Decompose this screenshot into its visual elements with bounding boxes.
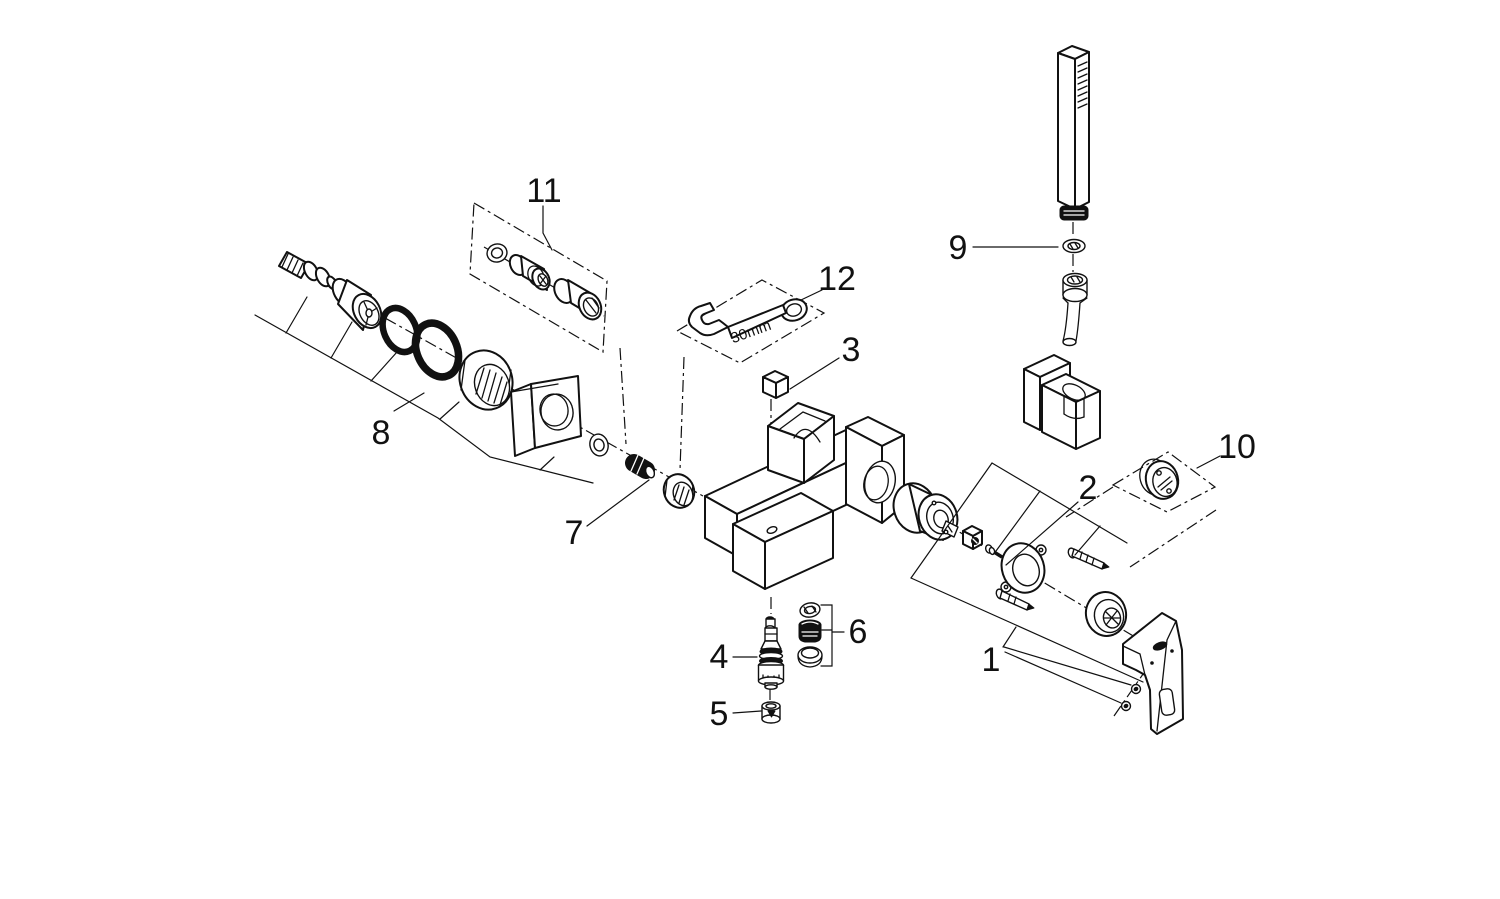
handle-hole <box>1158 688 1176 716</box>
kit-cap <box>553 278 603 321</box>
callout-9-label: 9 <box>949 229 968 267</box>
handle-screw-lower <box>1120 700 1132 712</box>
callout-3: 3 <box>789 331 861 390</box>
kit-box-frame <box>469 201 608 354</box>
mounting-flange <box>1000 542 1047 594</box>
cartridge-set <box>892 482 1110 611</box>
hand-shower-group <box>1057 45 1090 347</box>
handle-group <box>1084 591 1184 735</box>
callout-7-label: 7 <box>565 514 584 552</box>
spout-top-hole <box>766 526 778 534</box>
callout-7: 7 <box>565 479 650 552</box>
union-nipple <box>278 251 338 291</box>
handle-escutcheon-dome <box>1084 591 1128 637</box>
mousseur-shell <box>797 646 823 668</box>
cartridge <box>892 482 959 541</box>
callout-5: 5 <box>710 695 762 733</box>
callout-8: 8 <box>254 296 594 484</box>
inlet-seal-set <box>589 433 696 509</box>
kit-washer <box>486 243 508 263</box>
callout-1-label: 1 <box>982 641 1001 679</box>
lever-handle <box>1122 612 1184 735</box>
o-ring-large <box>411 319 463 381</box>
cap-box-frame <box>1111 451 1217 513</box>
union-nut-7 <box>662 473 696 509</box>
callout-1: 1 <box>910 577 1144 704</box>
callout-4-label: 4 <box>710 638 729 676</box>
square-escutcheon <box>510 375 582 457</box>
washer-7 <box>589 433 609 457</box>
shower-wall-holder <box>1023 354 1101 450</box>
shower-seal-washer <box>1062 238 1086 254</box>
adapter-kit-box <box>469 201 608 354</box>
seal-plug <box>625 454 656 479</box>
callout-9: 9 <box>949 229 1059 267</box>
o-ring-small <box>379 304 421 356</box>
plug-cube <box>762 370 789 399</box>
hand-shower <box>1057 45 1090 221</box>
fixing-screw-bottom <box>995 588 1035 611</box>
mixer-body <box>704 402 905 590</box>
hose-connector <box>1062 272 1088 347</box>
callout-12-label: 12 <box>818 260 856 298</box>
mousseur-insert <box>798 619 822 643</box>
spout-block <box>732 492 834 590</box>
wrench-box-frame <box>675 279 826 364</box>
body-backplate <box>767 402 835 484</box>
square-nut <box>962 525 983 550</box>
eccentric-adapter <box>331 277 383 331</box>
s-union-set <box>278 251 582 457</box>
mousseur-washer <box>799 602 821 618</box>
cap-box <box>1111 451 1217 513</box>
fixing-screw-top <box>1067 547 1110 570</box>
callouts: 1 2 3 4 5 6 7 <box>254 172 1256 733</box>
callout-6: 6 <box>820 604 868 667</box>
callout-11: 11 <box>526 172 562 251</box>
wrench-box: 30mm <box>675 279 826 364</box>
handle-screw-upper <box>1130 683 1142 695</box>
callout-10-label: 10 <box>1218 428 1256 466</box>
callout-11-label: 11 <box>526 172 561 210</box>
stop-cap <box>1139 458 1180 500</box>
kit-adapter <box>508 254 551 291</box>
callout-2-label: 2 <box>1079 469 1098 507</box>
callout-10: 10 <box>1196 428 1256 469</box>
wrench-30mm: 30mm <box>687 298 808 347</box>
nozzle-hatch <box>1077 61 1088 109</box>
callout-8-label: 8 <box>372 414 391 452</box>
callout-12: 12 <box>800 260 856 301</box>
set-screw <box>984 544 1006 560</box>
union-nut <box>458 349 514 411</box>
outlet-sleeve <box>761 701 781 724</box>
callout-4: 4 <box>710 638 758 676</box>
callout-2: 2 <box>910 462 1128 579</box>
callout-5-label: 5 <box>710 695 729 733</box>
mousseur-set <box>797 602 823 668</box>
callout-6-label: 6 <box>849 613 868 651</box>
diverter-cartridge <box>757 616 785 690</box>
callout-3-label: 3 <box>842 331 861 369</box>
